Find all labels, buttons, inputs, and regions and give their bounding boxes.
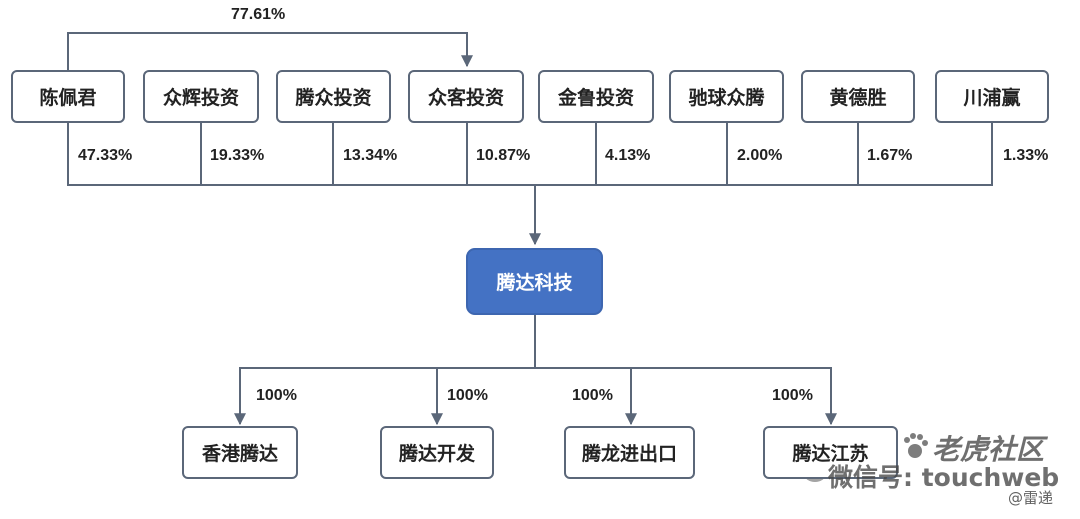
watermark-source: @雷递 — [1008, 489, 1054, 507]
shareholder-box[interactable]: 众辉投资 — [143, 70, 259, 123]
shareholder-percentage: 13.34% — [343, 147, 398, 164]
watermark-platform: 老虎社区 — [932, 433, 1045, 466]
subsidiary-box[interactable]: 腾达开发 — [380, 426, 494, 479]
paw-logo-icon — [904, 433, 928, 458]
subsidiary-percentage: 100% — [772, 387, 813, 404]
shareholder-connectors — [67, 122, 993, 246]
subsidiary-percentage: 100% — [447, 387, 488, 404]
top-link-percentage: 77.61% — [231, 6, 286, 23]
shareholder-box[interactable]: 金鲁投资 — [538, 70, 654, 123]
subsidiary-box[interactable]: 香港腾达 — [182, 426, 298, 479]
subsidiary-connectors — [234, 315, 837, 426]
company-box[interactable]: 腾达科技 — [466, 248, 603, 315]
watermark-wechat-id: 微信号: touchweb — [828, 463, 1060, 492]
shareholder-percentage: 47.33% — [78, 147, 133, 164]
shareholder-percentage: 4.13% — [605, 147, 651, 164]
shareholder-box[interactable]: 陈佩君 — [11, 70, 125, 123]
shareholder-percentage: 10.87% — [476, 147, 531, 164]
shareholder-percentage: 1.67% — [867, 147, 913, 164]
shareholder-box[interactable]: 众客投资 — [408, 70, 524, 123]
shareholder-percentage: 1.33% — [1003, 147, 1049, 164]
shareholder-box[interactable]: 黄德胜 — [801, 70, 915, 123]
top-control-link — [67, 32, 473, 70]
subsidiary-percentage: 100% — [572, 387, 613, 404]
shareholder-percentage: 2.00% — [737, 147, 783, 164]
shareholder-percentage: 19.33% — [210, 147, 265, 164]
subsidiary-box[interactable]: 腾达江苏 — [763, 426, 898, 479]
subsidiary-box[interactable]: 腾龙进出口 — [564, 426, 695, 479]
shareholder-box[interactable]: 腾众投资 — [276, 70, 391, 123]
shareholder-box[interactable]: 驰球众腾 — [669, 70, 784, 123]
shareholder-box[interactable]: 川浦赢 — [935, 70, 1049, 123]
subsidiary-percentage: 100% — [256, 387, 297, 404]
